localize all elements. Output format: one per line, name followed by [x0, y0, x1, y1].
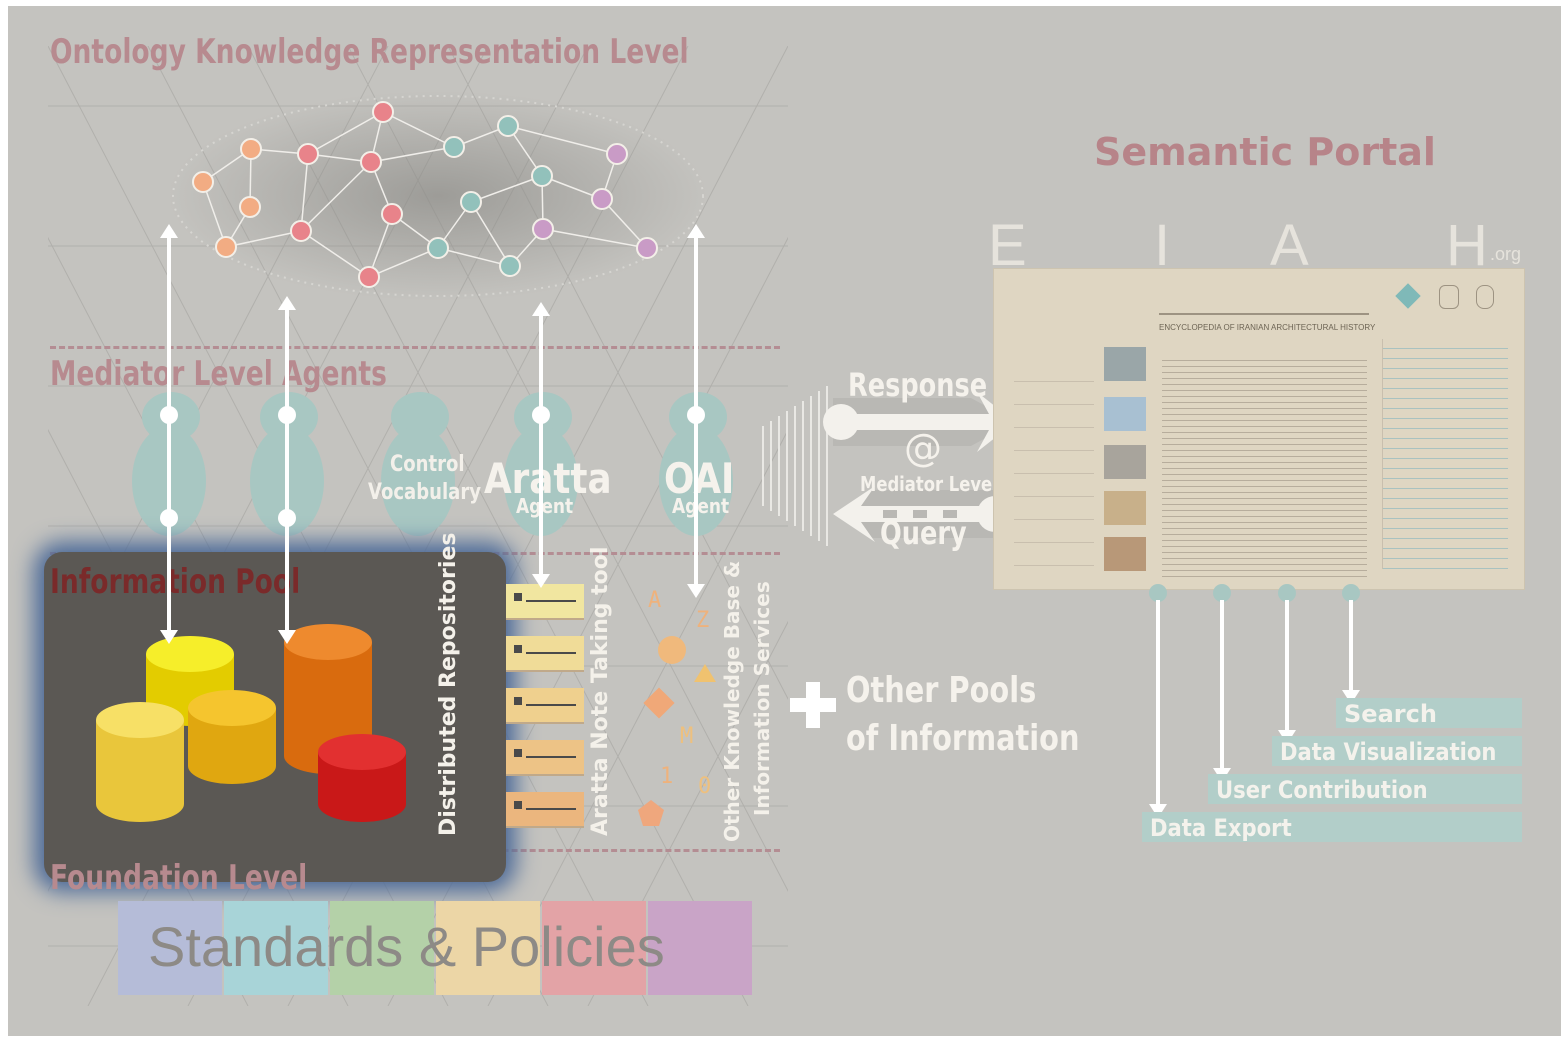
thumbnail-image — [1104, 397, 1146, 431]
standards-block-blue — [118, 901, 222, 995]
glyph-m: M — [680, 724, 694, 749]
feature-bar-export — [1142, 812, 1522, 842]
standards-block-green — [330, 901, 434, 995]
left-info-column — [1014, 359, 1094, 569]
ontology-level-title: Ontology Knowledge Representation Level — [50, 32, 689, 72]
article-text-block — [1162, 355, 1367, 577]
foundation-level-title: Foundation Level — [50, 858, 308, 898]
query-label: Query — [880, 514, 967, 552]
response-label: Response — [848, 366, 988, 404]
separator-line — [50, 346, 780, 349]
oai-label: OAI — [664, 454, 735, 503]
aratta-note-tool-label: Aratta Note Taking tool — [588, 546, 613, 836]
feature-label-export: Data Export — [1150, 814, 1292, 842]
emblem-icon — [1476, 285, 1494, 309]
knowledge-base-label-1: Other Knowledge Base & — [720, 560, 744, 842]
eiah-org-suffix: .org — [1490, 244, 1522, 264]
aratta-label: Aratta — [484, 454, 612, 503]
knowledge-base-label-2: Information Services — [750, 581, 774, 816]
portal-screenshot: ENCYCLOPEDIA OF IRANIAN ARCHITECTURAL HI… — [993, 268, 1525, 590]
note-card — [506, 792, 584, 828]
vocabulary-label: Vocabulary — [368, 480, 482, 505]
standards-block-cyan — [224, 901, 328, 995]
eiah-letter-e: E — [988, 213, 1027, 278]
mediator-level-label: Mediator Level — [860, 472, 998, 496]
feature-bar-search — [1336, 698, 1522, 728]
at-symbol: @ — [904, 426, 942, 470]
thumbnail-image — [1104, 491, 1146, 525]
glyph-a: A — [648, 588, 662, 613]
pentagon-shape — [638, 800, 664, 826]
information-pool-title: Information Pool — [50, 562, 301, 602]
portal-title: Semantic Portal — [1094, 130, 1436, 174]
oai-agent-label: Agent — [672, 494, 730, 518]
sidebar-menu — [1382, 339, 1508, 569]
standards-block-yellow — [436, 901, 540, 995]
feature-label-contribution: User Contribution — [1216, 776, 1428, 804]
aratta-agent-label: Agent — [516, 494, 574, 518]
eiah-letter-a: A — [1270, 213, 1309, 278]
glyph-1: 1 — [660, 764, 674, 789]
other-pools-line1: Other Pools — [846, 670, 1037, 711]
note-card — [506, 636, 584, 672]
standards-block-red — [542, 901, 646, 995]
site-logo-calligraphy — [1159, 283, 1369, 315]
diagram-canvas: Ontology Knowledge Representation Level … — [8, 6, 1561, 1036]
feature-label-visualization: Data Visualization — [1280, 738, 1497, 766]
note-card — [506, 688, 584, 724]
site-title-en: ENCYCLOPEDIA OF IRANIAN ARCHITECTURAL HI… — [1159, 323, 1376, 332]
standards-policies-text: Standards & Policies — [148, 915, 665, 978]
other-pools-line2: of Information — [846, 718, 1080, 759]
ontology-network-graph — [168, 91, 708, 301]
circle-shape — [658, 636, 686, 664]
feature-bar-visualization — [1272, 736, 1522, 766]
emblem-icon — [1395, 283, 1421, 309]
repository-cylinders — [96, 624, 406, 822]
control-label: Control — [390, 452, 465, 477]
plus-icon — [806, 682, 820, 728]
glyph-z: Z — [696, 608, 710, 633]
eiah-letter-i: I — [1154, 213, 1171, 278]
note-card — [506, 740, 584, 776]
thumbnail-image — [1104, 347, 1146, 381]
thumbnail-image — [1104, 537, 1146, 571]
mediator-level-title: Mediator Level Agents — [50, 354, 387, 394]
distributed-repositories-label: Distributed Repositories — [436, 532, 461, 836]
thumbnail-image — [1104, 445, 1146, 479]
emblem-icon — [1439, 285, 1459, 309]
triangle-shape — [694, 664, 716, 682]
feature-bar-contribution — [1208, 774, 1522, 804]
note-card — [506, 584, 584, 620]
eiah-letter-h: H — [1446, 213, 1488, 278]
glyph-0: 0 — [698, 774, 712, 799]
feature-label-search: Search — [1344, 700, 1437, 728]
standards-block-purple — [648, 901, 752, 995]
